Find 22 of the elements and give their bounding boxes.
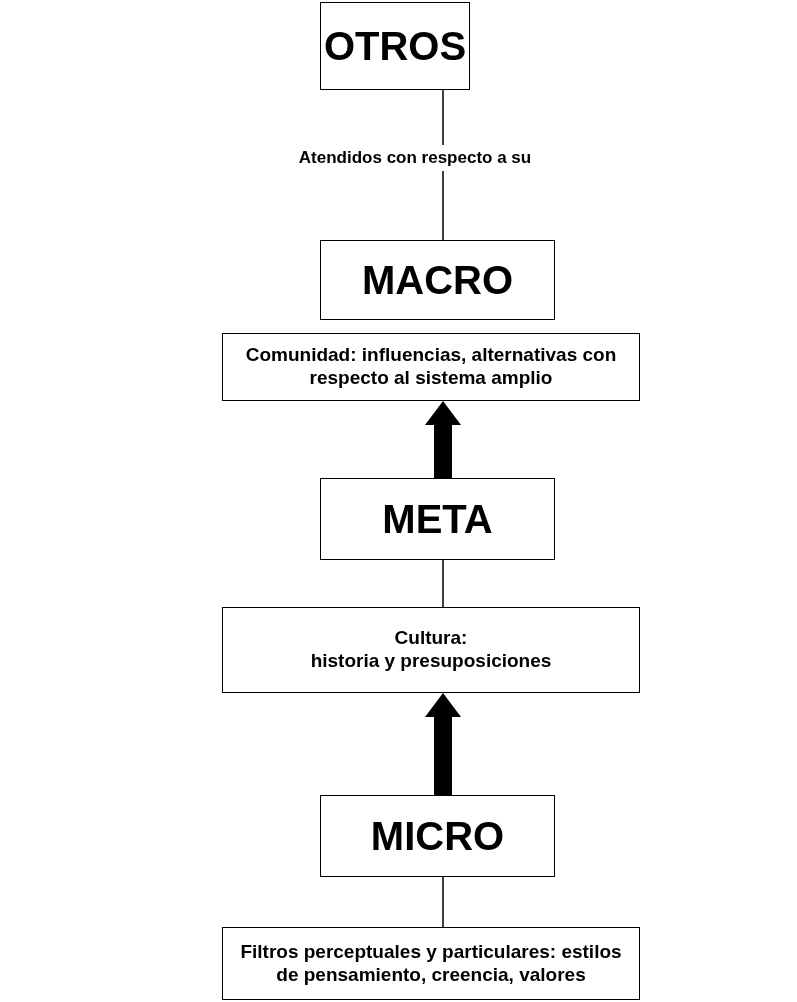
box-text: Cultura:	[394, 627, 468, 650]
level-box	[320, 478, 555, 560]
box-text: Comunidad: influencias, alternativas con respecto al sistema amplio	[244, 344, 618, 390]
box-text: MACRO	[361, 257, 514, 304]
box-text: Filtros perceptuales y particulares: estilos de pensamiento, creencia, valores	[239, 940, 623, 987]
description-box	[222, 607, 640, 693]
connector-line	[442, 876, 444, 928]
connector-line	[442, 170, 444, 241]
block-arrow	[425, 693, 461, 795]
connector-line	[442, 559, 444, 608]
box-text: historia y presuposiciones	[310, 650, 552, 673]
connector-line	[442, 89, 444, 146]
level-box	[320, 795, 555, 877]
caption-text: Atendidos con respecto a su	[298, 147, 532, 169]
description-box	[222, 927, 640, 1000]
block-arrow	[425, 401, 461, 478]
level-box	[320, 2, 470, 90]
box-text: OTROS	[323, 23, 467, 70]
box-text: META	[382, 496, 493, 543]
box-text: MICRO	[370, 813, 505, 860]
level-box	[320, 240, 555, 320]
description-box	[222, 333, 640, 401]
